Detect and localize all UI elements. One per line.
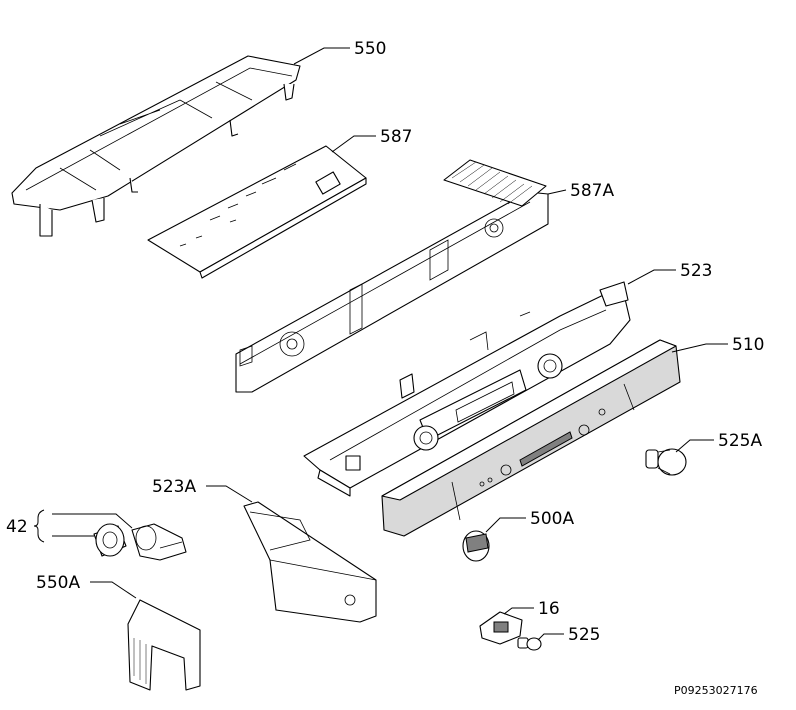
label-500a: 500A <box>530 509 574 529</box>
part-525-bulb <box>517 637 542 651</box>
part-500a-knob <box>462 530 490 562</box>
part-587-circuit-board <box>147 145 367 279</box>
label-587a: 587A <box>570 181 614 201</box>
part-587a-rail <box>235 159 549 393</box>
part-510-fascia <box>381 339 681 537</box>
label-587: 587 <box>380 127 412 147</box>
leader-lines <box>33 47 728 641</box>
label-523: 523 <box>680 261 712 281</box>
part-550-cover <box>11 55 301 237</box>
part-16-switch <box>479 611 523 645</box>
label-42: 42 <box>6 517 28 537</box>
label-550: 550 <box>354 39 386 59</box>
label-525a: 525A <box>718 431 762 451</box>
diagram-code: P09253027176 <box>674 684 758 697</box>
label-550a: 550A <box>36 573 80 593</box>
part-523-housing <box>303 281 631 497</box>
label-510: 510 <box>732 335 764 355</box>
label-525: 525 <box>568 625 600 645</box>
label-523a: 523A <box>152 477 196 497</box>
part-550a-bracket <box>127 599 201 691</box>
part-523a-end-cap <box>243 501 377 623</box>
part-42-knobs <box>93 523 187 561</box>
label-16: 16 <box>538 599 560 619</box>
part-525a-lamp <box>645 448 687 476</box>
